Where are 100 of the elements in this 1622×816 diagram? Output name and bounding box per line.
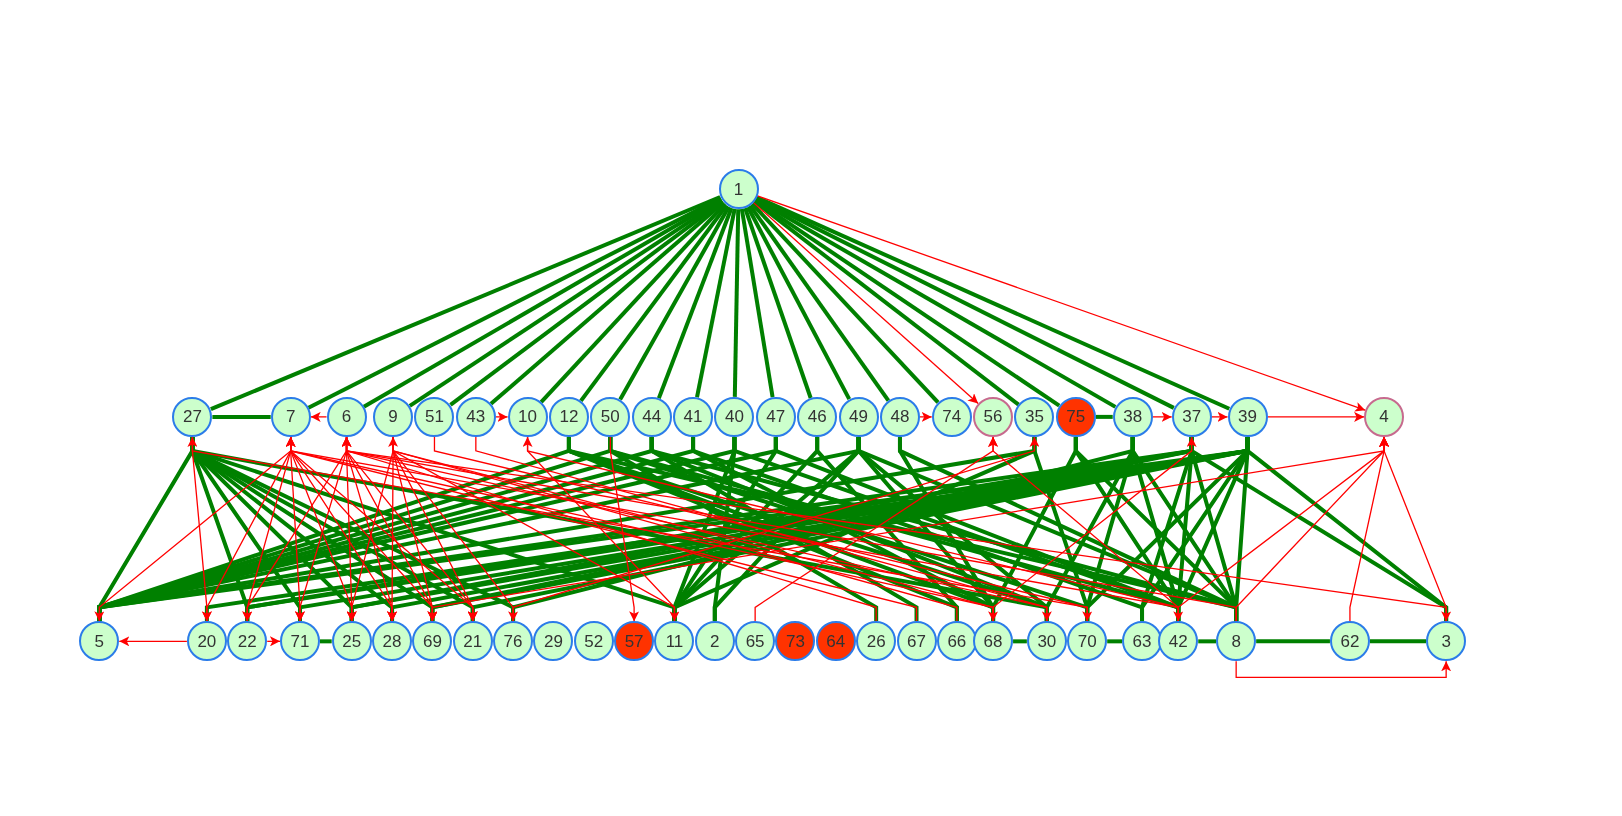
graph-node	[838, 396, 879, 437]
node-label: 70	[1077, 632, 1097, 650]
node-label: 47	[766, 408, 786, 426]
graph-node	[694, 621, 735, 662]
arrow	[495, 411, 509, 422]
node-label: 3	[1441, 632, 1451, 650]
node-label: 37	[1182, 408, 1202, 426]
node-label: 74	[942, 408, 962, 426]
graph-node	[172, 396, 213, 437]
node-label: 46	[807, 408, 827, 426]
node-label: 65	[745, 632, 765, 650]
edge-line	[656, 207, 734, 399]
node-label: 6	[341, 408, 352, 426]
graph-node	[1122, 621, 1162, 662]
node-label: 30	[1037, 632, 1057, 650]
node-label: 20	[197, 632, 217, 650]
graph-node	[797, 396, 838, 437]
node-label: 51	[425, 408, 444, 426]
arrow	[310, 411, 328, 422]
graph-node	[1364, 396, 1405, 437]
graph-node	[455, 396, 496, 437]
graph-node	[573, 621, 614, 662]
edge-line	[489, 200, 725, 406]
edge-line	[732, 209, 741, 397]
edge-line	[1095, 414, 1113, 419]
node-label: 44	[642, 408, 662, 426]
edge-line	[618, 205, 731, 401]
graph-node	[1158, 621, 1199, 662]
graph-node	[1067, 621, 1108, 662]
arrow	[756, 195, 1366, 412]
graph-node	[372, 621, 413, 662]
node-label: 11	[665, 632, 684, 650]
graph-node	[373, 396, 414, 437]
graph-node	[718, 169, 759, 210]
node-label: 43	[466, 408, 486, 426]
graph-node	[507, 396, 548, 437]
arrow	[752, 202, 979, 405]
edge-line	[1198, 639, 1217, 644]
graph-node	[412, 621, 453, 662]
node-label: 75	[1066, 408, 1086, 426]
graph-node	[654, 621, 695, 662]
arrow	[1266, 411, 1365, 422]
arrow	[1152, 411, 1173, 422]
arrow	[609, 436, 640, 622]
node-label: 2	[710, 632, 720, 650]
edge-line	[1013, 639, 1027, 644]
edge-line	[320, 639, 332, 644]
graph-node	[280, 621, 320, 662]
edge-line	[815, 436, 959, 622]
graph-node	[856, 621, 897, 662]
node-label: 73	[786, 632, 805, 650]
edge-line	[539, 202, 727, 404]
node-label: 4	[1379, 408, 1389, 426]
node-label: 64	[826, 632, 846, 650]
edge-line	[746, 206, 852, 401]
graph-node	[1014, 396, 1055, 437]
graph-node	[815, 621, 856, 662]
graph-node	[1216, 621, 1257, 662]
node-label: 76	[503, 632, 523, 650]
node-label: 62	[1340, 632, 1360, 650]
node-label: 40	[724, 408, 744, 426]
arrow	[266, 636, 281, 647]
arrow	[919, 411, 933, 422]
graph-node	[493, 621, 534, 662]
arrow	[1235, 660, 1452, 678]
node-label: 71	[290, 632, 310, 650]
graph-node	[1329, 621, 1370, 662]
edge-line	[1107, 639, 1122, 644]
node-label: 39	[1238, 408, 1257, 426]
node-label: 52	[584, 632, 604, 650]
graph-node	[631, 396, 672, 437]
node-label: 7	[285, 408, 296, 426]
node-label: 63	[1132, 632, 1152, 650]
graph-node	[414, 396, 455, 437]
graph-node	[79, 621, 120, 662]
graph-node	[614, 621, 655, 662]
node-label: 12	[559, 408, 579, 426]
node-label: 29	[543, 632, 563, 650]
edge-line	[212, 414, 271, 419]
edge-line	[649, 436, 919, 622]
edge-line	[739, 208, 775, 398]
graph-node	[735, 621, 776, 662]
graph-node	[673, 396, 714, 437]
edge-line	[748, 204, 891, 402]
node-label: 49	[849, 408, 869, 426]
node-label: 56	[983, 408, 1003, 426]
edge-line	[750, 202, 940, 404]
graph-node	[548, 396, 589, 437]
node-label: 10	[518, 408, 537, 426]
graph-node	[1227, 396, 1268, 437]
graph-node	[1055, 396, 1096, 437]
graph-node	[270, 396, 311, 437]
graph-node	[533, 621, 574, 662]
graph-node	[714, 396, 755, 437]
node-label: 68	[983, 632, 1003, 650]
graph-node	[326, 396, 367, 437]
arrow	[522, 436, 676, 622]
graph-node	[227, 621, 268, 662]
arrow	[118, 636, 188, 647]
graph-node	[936, 621, 977, 662]
